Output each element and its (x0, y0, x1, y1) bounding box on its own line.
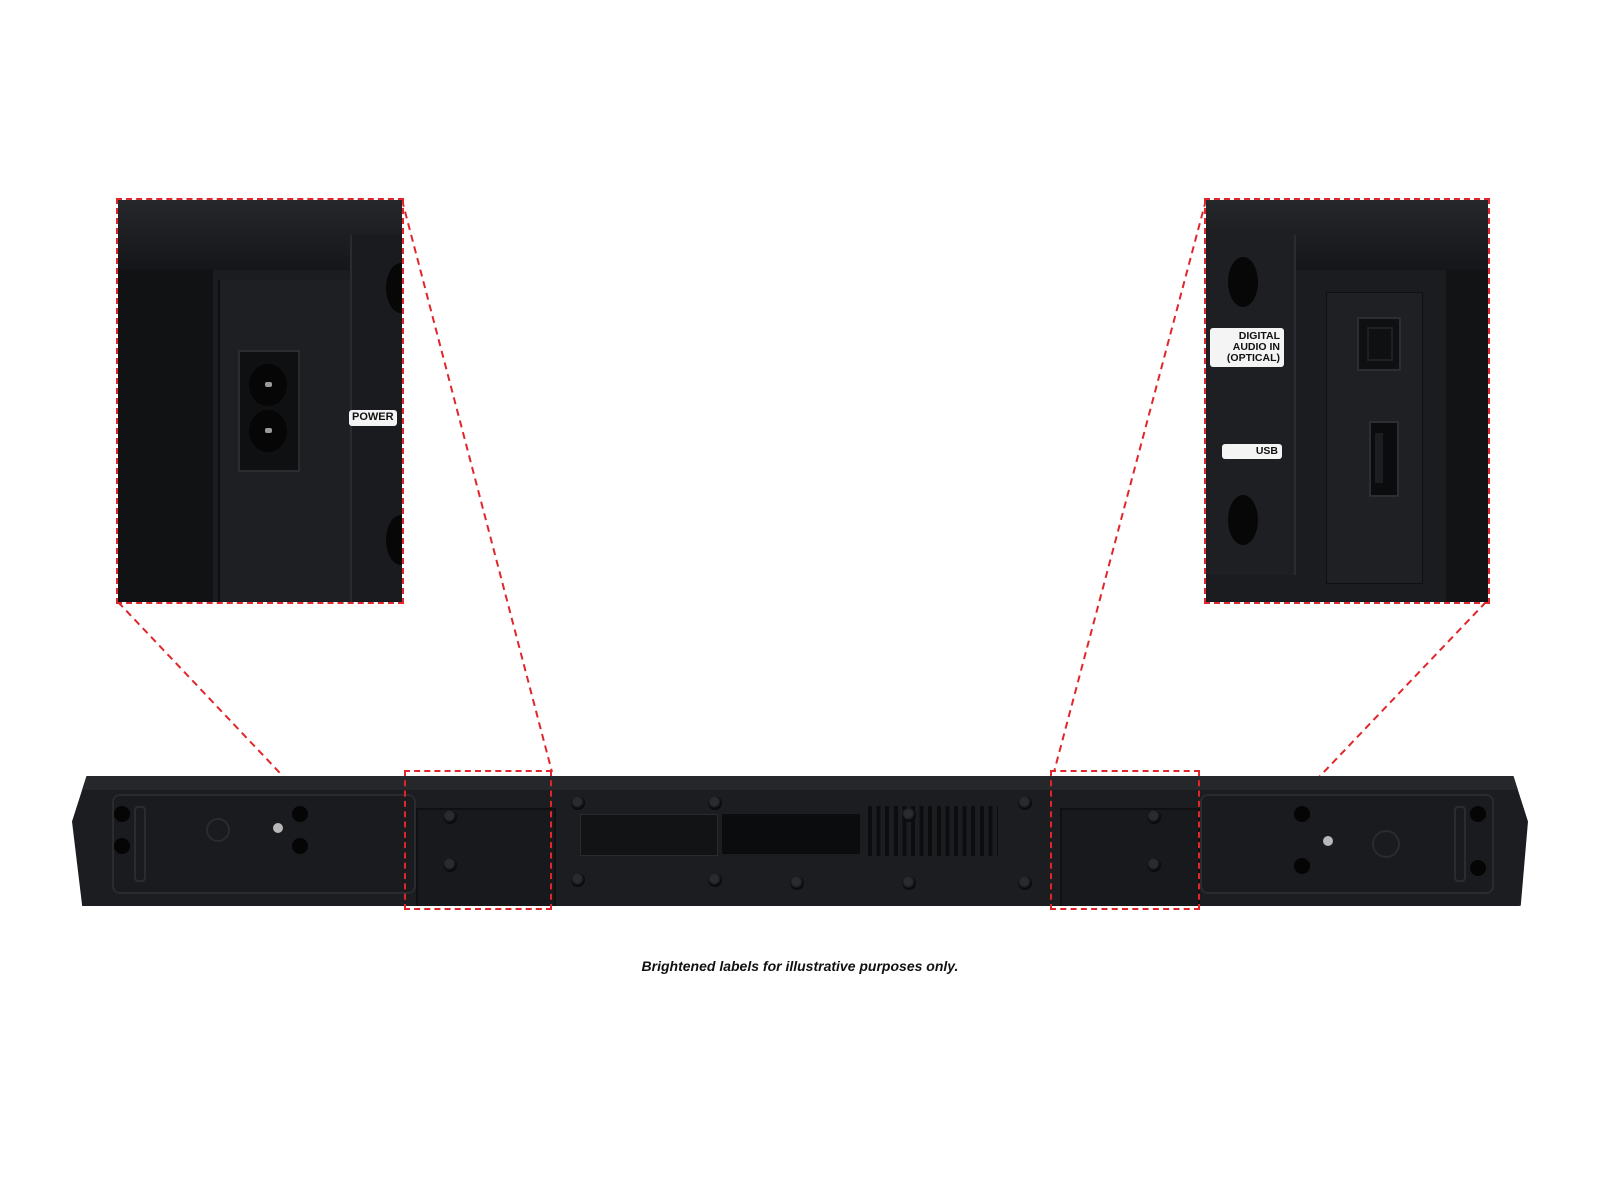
optical-port-shutter (1367, 327, 1393, 361)
power-callout-inset: POWER (118, 200, 402, 602)
port-pocket (1060, 808, 1200, 906)
screw-icon (1147, 810, 1161, 824)
screw-icon (1018, 876, 1032, 890)
soundbar-body (72, 776, 1528, 906)
mount-hole-icon (292, 806, 308, 822)
mount-hole-icon (1294, 806, 1310, 822)
mount-hole-icon (1294, 858, 1310, 874)
inset-left-post (1206, 235, 1296, 575)
mount-hole-icon (114, 838, 130, 854)
power-label: POWER (349, 410, 397, 426)
usb-label: USB (1222, 444, 1282, 460)
mount-hole-icon (386, 515, 402, 565)
screw-icon (708, 873, 722, 887)
usb-port-tongue (1375, 433, 1383, 483)
optical-label-line1: DIGITAL (1238, 330, 1280, 342)
power-pin-icon (265, 428, 272, 433)
screw-icon (571, 873, 585, 887)
screw-icon (790, 876, 804, 890)
speaker-port-icon (206, 818, 230, 842)
screw-icon (708, 796, 722, 810)
optical-label-line3: (OPTICAL) (1226, 352, 1280, 365)
power-inlet (238, 350, 300, 472)
soundbar-left-end-panel (112, 794, 416, 894)
mount-hole-icon (1228, 257, 1258, 307)
soundbar-right-end-panel (1200, 794, 1494, 894)
speaker-port-icon (1372, 830, 1400, 858)
rating-label-plate (580, 814, 718, 856)
screw-icon (1147, 858, 1161, 872)
power-pin-icon (265, 382, 272, 387)
optical-label: DIGITAL AUDIO IN (OPTICAL) (1210, 328, 1284, 368)
center-label-plate (722, 814, 860, 854)
screw-icon (571, 796, 585, 810)
inset-left-wall (118, 270, 213, 602)
foot-slot (134, 806, 146, 882)
screw-icon (443, 858, 457, 872)
mount-hole-icon (292, 838, 308, 854)
screw-icon (902, 876, 916, 890)
screw-icon (902, 808, 916, 822)
mount-hole-icon (1470, 806, 1486, 822)
usb-port (1369, 421, 1399, 497)
foot-slot (1454, 806, 1466, 882)
power-pocket (416, 808, 556, 906)
mount-hole-icon (386, 263, 402, 313)
port-panel (1326, 292, 1423, 584)
screw-icon (1018, 796, 1032, 810)
mount-hole-icon (114, 806, 130, 822)
screw-icon (1323, 836, 1333, 846)
optical-usb-callout-inset: DIGITAL AUDIO IN (OPTICAL) USB (1206, 200, 1488, 602)
screw-icon (443, 810, 457, 824)
optical-port (1357, 317, 1401, 371)
mount-hole-icon (1228, 495, 1258, 545)
inset-right-wall (1446, 270, 1488, 602)
soundbar-top-edge (72, 776, 1528, 790)
vent-grille (868, 806, 998, 856)
screw-icon (273, 823, 283, 833)
disclaimer-caption: Brightened labels for illustrative purpo… (641, 958, 959, 974)
optical-label-line2: AUDIO IN (1232, 341, 1280, 354)
mount-hole-icon (1470, 860, 1486, 876)
